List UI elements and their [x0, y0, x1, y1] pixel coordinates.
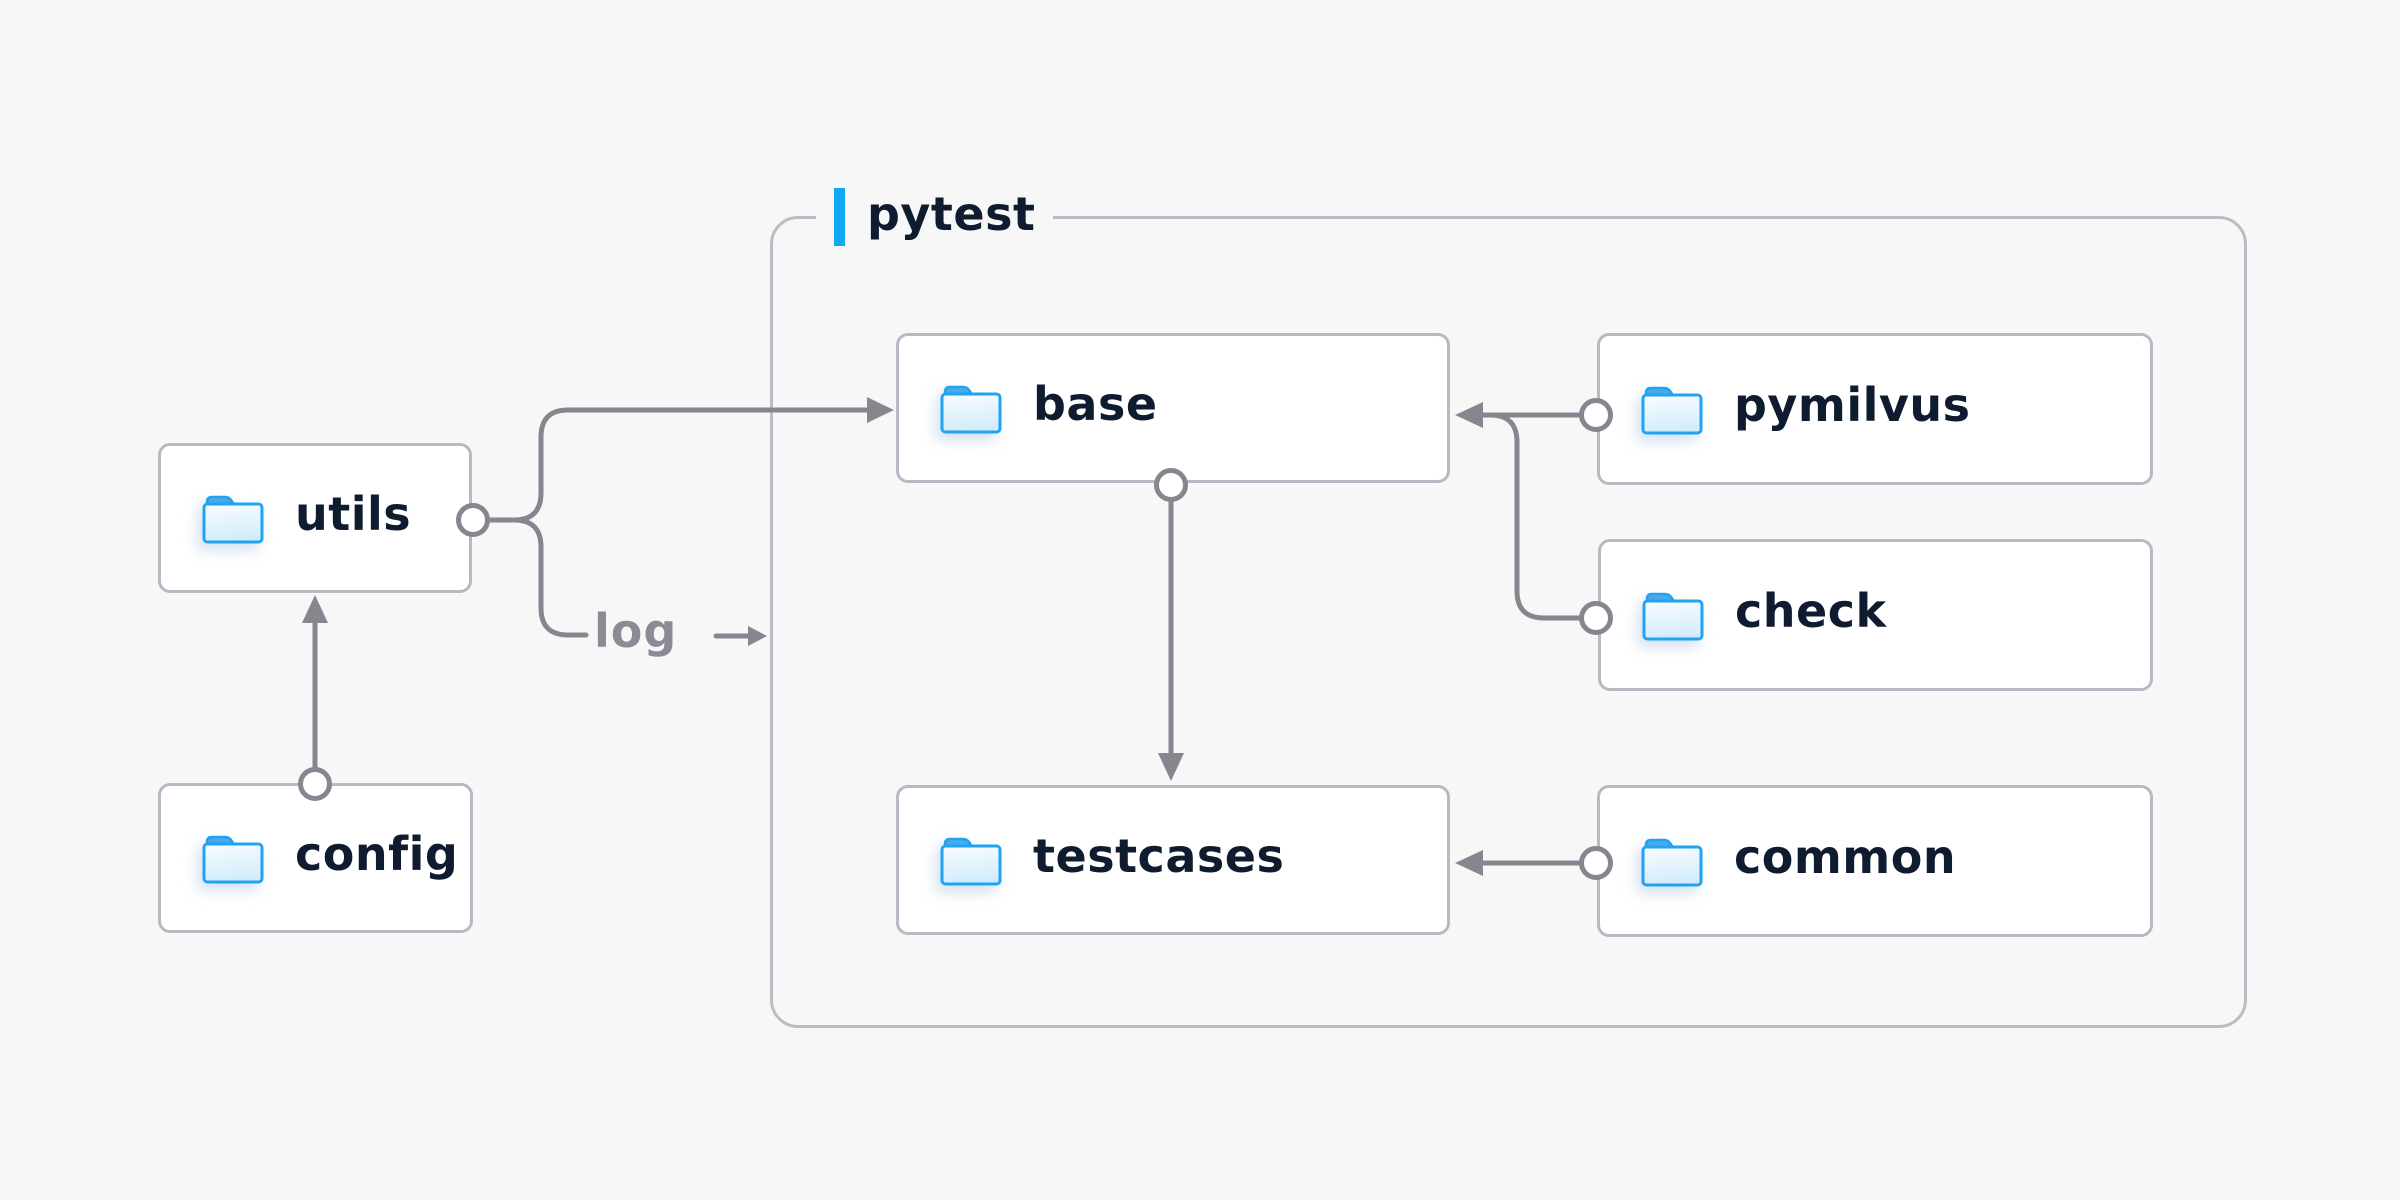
accent-bar [834, 188, 845, 246]
folder-icon [202, 835, 264, 884]
folder-icon [940, 837, 1002, 886]
node-label: testcases [1033, 829, 1285, 883]
folder-icon [1642, 592, 1704, 641]
folder-icon [1641, 386, 1703, 435]
arrowhead-up-utils [302, 595, 328, 623]
folder-icon [940, 385, 1002, 434]
pytest-group-label: pytest [816, 186, 1054, 248]
edge-label-log: log [594, 604, 678, 658]
node-label: check [1735, 584, 1887, 638]
folder-icon [202, 495, 264, 544]
pytest-group-title: pytest [867, 187, 1036, 241]
node-check: check [1598, 539, 2153, 691]
node-pymilvus: pymilvus [1597, 333, 2153, 485]
node-base: base [896, 333, 1450, 483]
node-label: utils [295, 487, 412, 541]
pytest-group [770, 216, 2247, 1028]
node-common: common [1597, 785, 2153, 937]
edge-utils-log [484, 517, 589, 638]
node-label: common [1734, 830, 1957, 884]
node-utils: utils [158, 443, 472, 593]
node-label: config [295, 827, 459, 881]
arrowhead-right-log [748, 626, 767, 646]
node-config: config [158, 783, 473, 933]
folder-icon [1641, 838, 1703, 887]
node-testcases: testcases [896, 785, 1450, 935]
node-label: pymilvus [1734, 378, 1971, 432]
node-label: base [1033, 377, 1158, 431]
